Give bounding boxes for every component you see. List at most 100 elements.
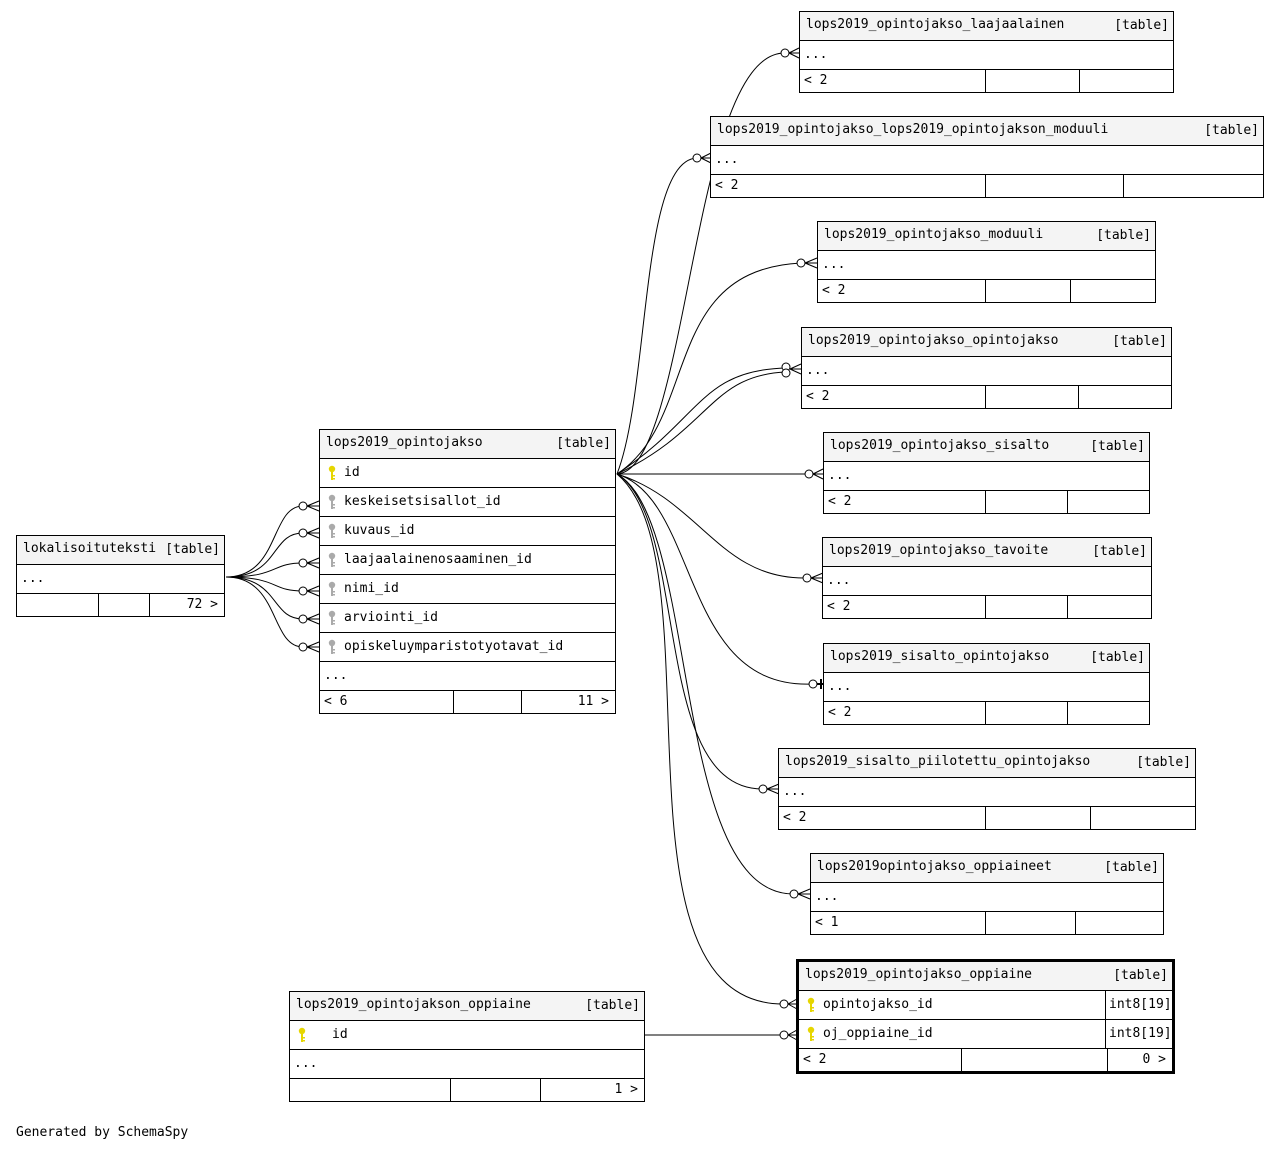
crowfoot xyxy=(306,585,320,597)
table-kind: [table] xyxy=(556,436,611,451)
table-kind: [table] xyxy=(1092,544,1147,559)
cardinality-circle xyxy=(781,368,791,378)
edge-lokal-1 xyxy=(225,505,304,578)
parent-count[interactable]: < 2 xyxy=(822,283,846,298)
table-kind: [table] xyxy=(1113,968,1168,983)
cardinality-circle xyxy=(298,528,308,538)
child-count[interactable]: 11 > xyxy=(577,694,609,709)
edge-lokal-5 xyxy=(225,576,304,620)
edge-oj-oj-2 xyxy=(616,371,787,475)
table-laajaalainen[interactable]: lops2019_opintojakso_laajaalainen [table]… xyxy=(799,11,1174,93)
crowfoot xyxy=(797,888,811,900)
parent-count[interactable]: < 1 xyxy=(815,915,839,930)
more-columns: ... xyxy=(324,668,348,683)
one-bar xyxy=(817,679,823,689)
more-columns: ... xyxy=(827,573,851,588)
foreign-key-icon xyxy=(328,639,336,654)
more-columns: ... xyxy=(804,47,828,62)
edge-lops-moduuli xyxy=(616,157,698,475)
more-columns: ... xyxy=(806,363,830,378)
table-opintojakso-oppiaine[interactable]: lops2019_opintojakso_oppiaine [table] opi… xyxy=(796,959,1175,1074)
edge-piilotettu xyxy=(616,473,764,790)
foreign-key-icon xyxy=(328,581,336,596)
cardinality-circle xyxy=(796,258,806,268)
column-name: oj_oppiaine_id xyxy=(823,1026,933,1041)
table-lokalisoituteksti[interactable]: lokalisoituteksti[table] ... 72 > xyxy=(16,535,225,617)
table-kind: [table] xyxy=(165,542,220,557)
table-moduuli[interactable]: lops2019_opintojakso_moduuli[table] ... … xyxy=(817,221,1156,303)
cardinality-circle xyxy=(779,999,789,1009)
edge-oppiaineet xyxy=(616,473,795,895)
crowfoot xyxy=(789,363,802,375)
table-lops-moduuli[interactable]: lops2019_opintojakso_lops2019_opintojaks… xyxy=(710,116,1264,198)
edge-lokal-4 xyxy=(225,576,304,592)
child-count[interactable]: 72 > xyxy=(186,597,218,612)
column-type: int8[19] xyxy=(1109,1026,1172,1041)
table-name: lops2019_opintojakson_oppiaine xyxy=(296,997,531,1012)
table-opintojakso-opintojakso[interactable]: lops2019_opintojakso_opintojakso[table] … xyxy=(801,327,1172,409)
parent-count[interactable]: < 2 xyxy=(783,810,807,825)
crowfoot xyxy=(306,557,320,569)
parent-count[interactable]: < 6 xyxy=(324,694,348,709)
crowfoot xyxy=(306,500,320,512)
edge-sisalto-oj xyxy=(616,473,814,685)
table-name: lops2019_opintojakso_laajaalainen xyxy=(806,17,1065,32)
table-opintojakso[interactable]: lops2019_opintojakso[table] id keskeiset… xyxy=(319,429,616,714)
column-type: int8[19] xyxy=(1109,997,1172,1012)
table-kind: [table] xyxy=(1112,334,1167,349)
cardinality-circle xyxy=(780,48,790,58)
table-piilotettu[interactable]: lops2019_sisalto_piilotettu_opintojakso [… xyxy=(778,748,1196,830)
table-sisalto[interactable]: lops2019_opintojakso_sisalto[table] ... … xyxy=(823,432,1150,514)
foreign-key-icon xyxy=(328,523,336,538)
table-name: lops2019_sisalto_piilotettu_opintojakso xyxy=(785,754,1091,769)
table-tavoite[interactable]: lops2019_opintojakso_tavoite[table] ... … xyxy=(822,537,1152,619)
primary-key-icon xyxy=(328,465,336,480)
table-name: lops2019_opintojakso_tavoite xyxy=(829,543,1049,558)
parent-count[interactable]: < 2 xyxy=(828,494,852,509)
table-name: lops2019_opintojakso_oppiaine xyxy=(805,967,1032,982)
crowfoot xyxy=(306,613,320,625)
table-sisalto-opintojakso[interactable]: lops2019_sisalto_opintojakso[table] ... … xyxy=(823,643,1150,725)
parent-count[interactable]: < 2 xyxy=(804,73,828,88)
parent-count[interactable]: < 2 xyxy=(806,389,830,404)
cardinality-circle xyxy=(298,501,308,511)
parent-count[interactable]: < 2 xyxy=(828,705,852,720)
parent-count[interactable]: < 2 xyxy=(803,1052,827,1067)
crowfoot xyxy=(810,572,824,584)
foreign-key-icon xyxy=(328,610,336,625)
more-columns: ... xyxy=(828,468,852,483)
table-name: lops2019_opintojakso_lops2019_opintojaks… xyxy=(717,122,1109,137)
cardinality-circle xyxy=(298,614,308,624)
table-kind: [table] xyxy=(1204,123,1259,138)
child-count[interactable]: 0 > xyxy=(1142,1052,1166,1067)
table-kind: [table] xyxy=(1096,228,1151,243)
crowfoot xyxy=(306,641,320,653)
table-name: lops2019opintojakso_oppiaineet xyxy=(817,859,1052,874)
table-name: lops2019_sisalto_opintojakso xyxy=(830,649,1050,664)
cardinality-circle xyxy=(789,889,799,899)
table-kind: [table] xyxy=(1114,18,1169,33)
crowfoot xyxy=(787,998,798,1010)
parent-count[interactable]: < 2 xyxy=(715,178,739,193)
table-kind: [table] xyxy=(585,998,640,1013)
primary-key-icon xyxy=(807,997,815,1012)
cardinality-circle xyxy=(802,573,812,583)
crowfoot xyxy=(804,257,818,269)
edge-laajaalainen xyxy=(616,52,786,475)
column-name: opintojakso_id xyxy=(823,997,933,1012)
cardinality-circle xyxy=(692,153,702,163)
more-columns: ... xyxy=(294,1056,318,1071)
foreign-key-icon xyxy=(328,494,336,509)
cardinality-circle xyxy=(808,679,818,689)
more-columns: ... xyxy=(828,679,852,694)
column-name: arviointi_id xyxy=(344,610,438,625)
parent-count[interactable]: < 2 xyxy=(827,599,851,614)
table-kind: [table] xyxy=(1136,755,1191,770)
table-kind: [table] xyxy=(1104,860,1159,875)
table-opintojakson-oppiaine[interactable]: lops2019_opintojakson_oppiaine[table] id… xyxy=(289,991,645,1102)
table-oppiaineet[interactable]: lops2019opintojakso_oppiaineet[table] ..… xyxy=(810,853,1164,935)
column-name: kuvaus_id xyxy=(344,523,415,538)
child-count[interactable]: 1 > xyxy=(614,1082,638,1097)
cardinality-circle xyxy=(758,784,768,794)
